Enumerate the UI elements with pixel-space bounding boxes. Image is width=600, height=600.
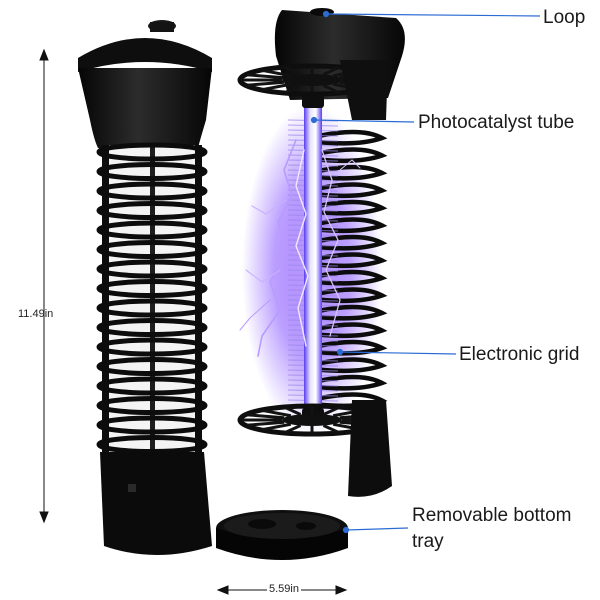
bracket-spoke: [247, 80, 285, 87]
bracket-spoke: [322, 424, 340, 434]
cage-coil: [317, 217, 388, 234]
cage-ring: [96, 298, 208, 318]
callout-loop: Loop: [543, 7, 586, 28]
cage-coil: [317, 287, 388, 304]
cage-coil: [317, 182, 388, 199]
height-dimension-label: 11.49in: [18, 308, 54, 320]
bracket-spoke: [322, 406, 340, 416]
exploded-lower-shell: [348, 400, 392, 497]
cage-ring: [96, 259, 208, 279]
cage-ring: [96, 357, 208, 376]
bracket-spoke: [284, 424, 302, 434]
bracket-spoke: [284, 406, 302, 416]
cage-coil: [317, 234, 388, 251]
cage-ring: [96, 162, 208, 181]
exploded-lamp: [216, 8, 405, 560]
cage-ring: [96, 220, 208, 240]
cage-ring: [96, 376, 208, 396]
cage-coil: [317, 147, 388, 164]
bracket-spoke: [322, 66, 340, 76]
callout-tray-line1: Removable bottom: [412, 505, 572, 526]
callout-removable-bottom-tray: Removable bottom tray: [412, 503, 571, 554]
lamp-shoulder: [78, 68, 212, 148]
cage-ring: [96, 415, 208, 435]
cage-coil: [317, 374, 388, 391]
cage-ring: [96, 318, 208, 337]
cage-ring: [96, 240, 208, 259]
cage-coil: [317, 252, 388, 269]
cage-ring: [96, 142, 208, 162]
cage-ring: [96, 396, 208, 415]
lamp-base: [100, 452, 212, 555]
removable-bottom-tray-part: [216, 510, 348, 560]
bracket-spoke: [247, 413, 285, 420]
callout-electronic-grid: Electronic grid: [459, 344, 580, 365]
electric-arcs: [239, 139, 361, 357]
lamp-cage-rings: [96, 142, 208, 454]
cage-ring: [96, 181, 208, 201]
callout-line-loop: [325, 13, 541, 17]
width-dimension-label: 5.59in: [267, 583, 301, 595]
callout-photocatalyst-tube: Photocatalyst tube: [418, 112, 575, 133]
bracket-spoke: [262, 422, 292, 432]
bracket-spoke: [284, 84, 302, 94]
callout-line-tray: [345, 527, 409, 531]
bracket-spoke: [247, 73, 285, 80]
callout-line-tube: [313, 119, 415, 123]
cage-coil: [317, 322, 388, 339]
cage-ring: [96, 201, 208, 220]
lamp-top-cap: [78, 38, 212, 72]
cage-ring: [96, 337, 208, 357]
photocatalyst-tube: [304, 96, 322, 418]
cage-coil: [317, 199, 388, 216]
cage-coil: [317, 304, 388, 321]
callout-line-grid: [339, 351, 457, 355]
exploded-back-shell: [340, 60, 388, 120]
cage-ring: [96, 279, 208, 298]
bracket-spoke: [247, 420, 285, 427]
dimension-arrows: [39, 48, 348, 595]
cage-coil: [317, 164, 388, 181]
callout-lines: [310, 10, 541, 534]
bracket-spoke: [284, 66, 302, 76]
assembled-lamp: [78, 20, 212, 555]
cage-coil: [317, 357, 388, 374]
cage-coil: [317, 129, 388, 146]
bracket-spoke: [262, 82, 292, 92]
bracket-spoke: [262, 408, 292, 418]
bracket-hub: [282, 74, 342, 86]
cage-coil: [317, 269, 388, 286]
bracket-spoke: [322, 84, 340, 94]
callout-tray-line2: tray: [412, 530, 444, 552]
cage-ring: [96, 435, 208, 454]
bracket-spoke: [262, 68, 292, 78]
bracket-hub: [282, 414, 342, 426]
